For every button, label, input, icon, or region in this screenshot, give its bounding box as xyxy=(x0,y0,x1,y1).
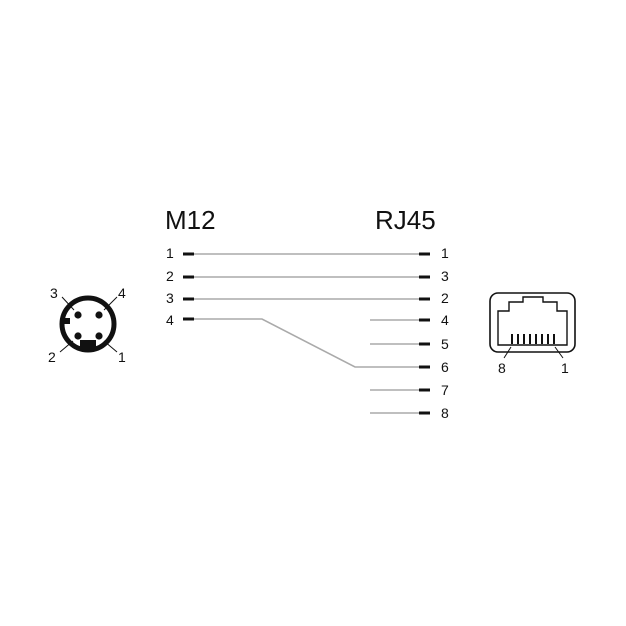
rj45-face-label-1: 1 xyxy=(561,360,569,376)
m12-pin-label: 3 xyxy=(166,290,174,306)
m12-pin-label: 2 xyxy=(166,268,174,284)
m12-face-label-1: 1 xyxy=(118,349,126,365)
rj45-pin-list: 1 3 2 4 5 6 7 8 xyxy=(419,245,449,421)
rj45-pin-label: 8 xyxy=(441,405,449,421)
rj45-pin-label: 3 xyxy=(441,268,449,284)
m12-title: M12 xyxy=(165,205,216,235)
wires xyxy=(194,253,420,414)
m12-face-label-3: 3 xyxy=(50,285,58,301)
rj45-pin-label: 5 xyxy=(441,336,449,352)
m12-pin-label: 4 xyxy=(166,312,174,328)
rj45-title: RJ45 xyxy=(375,205,436,235)
m12-pin-list: 1 2 3 4 xyxy=(166,245,194,328)
rj45-pin-label: 7 xyxy=(441,382,449,398)
rj45-pin-label: 2 xyxy=(441,290,449,306)
rj45-socket-icon xyxy=(489,292,576,359)
m12-pin-label: 1 xyxy=(166,245,174,261)
m12-face-label-4: 4 xyxy=(118,285,126,301)
rj45-pin-label: 6 xyxy=(441,359,449,375)
m12-face-label-2: 2 xyxy=(48,349,56,365)
m12-connector-icon xyxy=(59,295,118,353)
rj45-face-label-8: 8 xyxy=(498,360,506,376)
rj45-pin-label: 1 xyxy=(441,245,449,261)
rj45-pin-label: 4 xyxy=(441,312,449,328)
wire-4-6 xyxy=(194,318,420,368)
